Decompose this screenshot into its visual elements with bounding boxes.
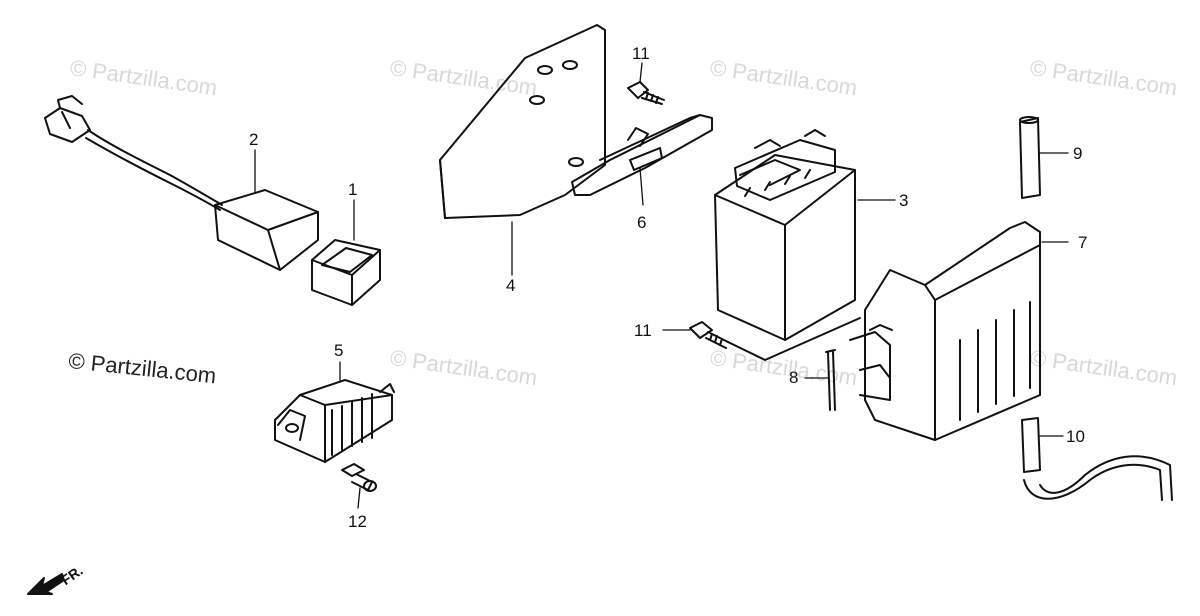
callout-4: 4 xyxy=(506,276,516,295)
part-3-battery xyxy=(714,129,856,341)
part-11-bolt-top xyxy=(627,81,665,105)
part-10-vent-hose xyxy=(1021,417,1173,501)
part-8-pin xyxy=(825,349,836,411)
part-12-screw xyxy=(341,463,377,492)
part-9-breather-tube xyxy=(1019,116,1041,199)
callout-2: 2 xyxy=(249,130,259,149)
part-5-regulator xyxy=(274,379,395,463)
part-1-cover xyxy=(311,239,381,306)
callout-7: 7 xyxy=(1078,233,1088,252)
part-11-bolt-middle xyxy=(689,317,861,361)
callout-10: 10 xyxy=(1066,427,1085,446)
callout-5: 5 xyxy=(334,341,344,360)
part-6-strap xyxy=(571,114,713,196)
callout-8: 8 xyxy=(789,368,799,387)
part-4-bracket-plate xyxy=(439,24,606,219)
part-2-relay-harness xyxy=(44,95,319,271)
callout-1: 1 xyxy=(348,180,358,199)
callout-3: 3 xyxy=(899,191,909,210)
callout-11-middle: 11 xyxy=(634,321,652,340)
callout-6: 6 xyxy=(637,213,647,232)
callout-9: 9 xyxy=(1073,144,1083,163)
callout-11-top: 11 xyxy=(632,44,650,63)
callout-12: 12 xyxy=(348,512,367,531)
front-direction-arrow-icon xyxy=(27,573,65,595)
part-7-battery-case xyxy=(849,221,1041,441)
